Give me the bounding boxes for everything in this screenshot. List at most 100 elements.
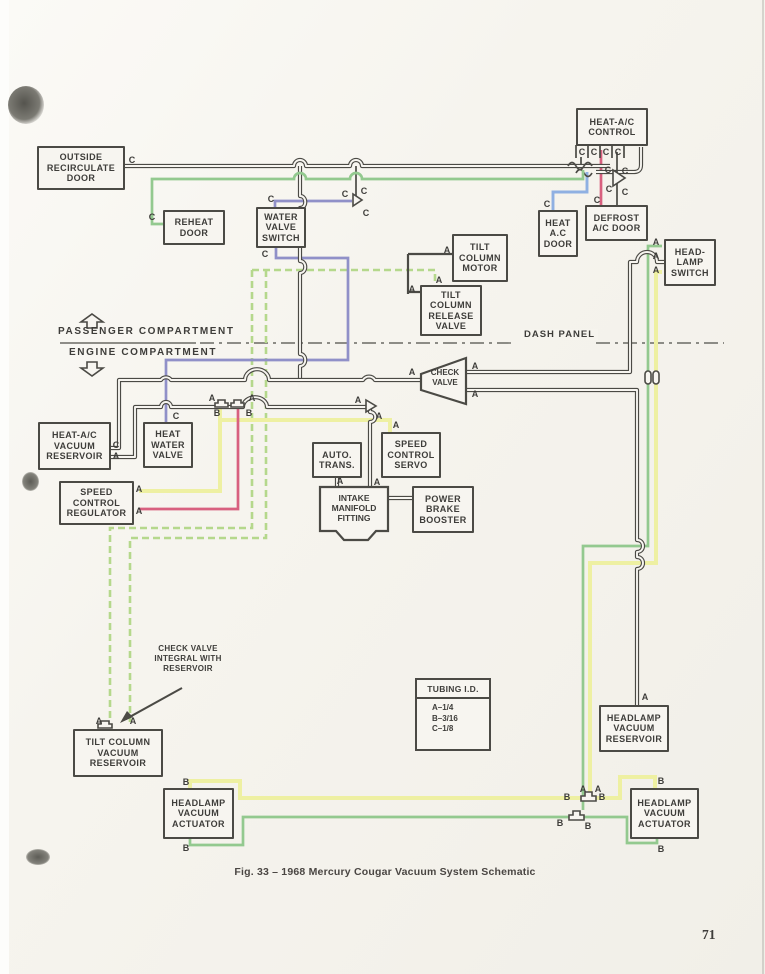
tee-fitting-icon-headlamp-upper [580,791,597,802]
port-label-b-46: B [182,843,190,853]
port-label-c-7: C [578,147,586,157]
port-label-c-14: C [621,187,629,197]
binder-hole-middle [22,472,39,491]
port-label-a-41: A [594,784,602,794]
box-reheat-door: REHEAT DOOR [163,210,225,245]
dash-panel-label: DASH PANEL [521,329,599,340]
scan-edge-right [762,0,764,974]
port-label-b-45: B [182,777,190,787]
port-label-c-5: C [360,186,368,196]
port-label-c-4: C [341,189,349,199]
port-label-a-30: A [354,395,362,405]
water-valve-switch-upper-line [273,199,352,207]
port-label-c-3: C [261,249,269,259]
box-speed-control-regulator: SPEED CONTROL REGULATOR [59,481,134,525]
port-label-a-26: A [652,251,660,261]
port-label-c-16: C [543,199,551,209]
port-label-a-34: A [392,420,400,430]
port-label-b-44: B [245,408,253,418]
connector-capsule-icon-2 [652,370,660,385]
port-label-a-22: A [408,367,416,377]
port-label-a-31: A [375,411,383,421]
junction-arrow-icon-manifold [365,398,378,414]
box-headlamp-vacuum-actuator-left: HEADLAMP VACUUM ACTUATOR [163,788,234,839]
port-label-b-50: B [584,821,592,831]
tee-fitting-icon-1 [214,399,229,408]
box-headlamp-vacuum-actuator-right: HEADLAMP VACUUM ACTUATOR [630,788,699,839]
port-label-a-35: A [336,476,344,486]
port-label-c-12: C [621,166,629,176]
port-label-a-23: A [471,361,479,371]
page-number: 71 [702,927,716,942]
port-label-c-13: C [605,184,613,194]
check-valve-note: CHECK VALVE INTEGRAL WITH RESERVOIR [154,644,222,673]
box-power-brake-booster: POWER BRAKE BOOSTER [412,486,474,533]
port-label-a-40: A [579,784,587,794]
port-label-a-28: A [208,393,216,403]
port-label-a-19: A [443,245,451,255]
port-label-a-29: A [248,393,256,403]
port-label-b-43: B [213,408,221,418]
port-label-c-8: C [590,147,598,157]
intake-manifold-label: INTAKE MANIFOLD FITTING [331,493,377,523]
tee-fitting-icon-tilt-reservoir [97,720,113,729]
engine-compartment-label: ENGINE COMPARTMENT [69,347,218,358]
box-auto-trans: AUTO. TRANS. [312,442,362,478]
headlamp-green-feed-line [581,244,662,810]
port-label-c-9: C [602,147,610,157]
tilt-column-bracket [406,252,452,294]
port-label-a-32: A [135,484,143,494]
junction-arrow-icon-top [352,192,364,208]
figure-caption: Fig. 33 – 1968 Mercury Cougar Vacuum Sys… [234,866,536,878]
port-label-a-36: A [373,477,381,487]
port-label-c-15: C [593,195,601,205]
tubing-id-legend: TUBING I.D. A–1/4 B–3/16 C–1/8 [415,678,491,751]
speed-control-servo-yellow-line [139,409,392,493]
tee-fitting-icon-2 [230,399,245,408]
control-port-ticks [575,145,625,158]
port-label-c-0: C [128,155,136,165]
arrow-down-icon [78,361,106,377]
port-label-a-20: A [435,275,443,285]
port-label-b-52: B [657,844,665,854]
box-tilt-column-vacuum-reservoir: TILT COLUMN VACUUM RESERVOIR [73,729,163,777]
box-heat-ac-door: HEAT A.C DOOR [538,210,578,257]
box-heat-ac-vacuum-reservoir: HEAT-A/C VACUUM RESERVOIR [38,422,111,470]
heat-ac-door-line [551,172,589,210]
port-label-a-24: A [471,389,479,399]
box-outside-recirculate-door: OUTSIDE RECIRCULATE DOOR [37,146,125,190]
port-label-c-2: C [267,194,275,204]
port-label-c-18: C [172,411,180,421]
binder-hole-bottom [26,849,50,865]
box-tilt-column-motor: TILT COLUMN MOTOR [452,234,508,282]
legend-entries: A–1/4 B–3/16 C–1/8 [432,703,458,733]
box-water-valve-switch: WATER VALVE SWITCH [256,207,306,248]
box-heat-water-valve: HEAT WATER VALVE [143,422,193,468]
box-heat-ac-control: HEAT-A/C CONTROL [576,108,648,146]
junction-valve-icon-control [612,168,627,188]
water-valve-to-heat-water-valve-line [164,247,350,422]
port-label-a-33: A [135,506,143,516]
port-label-c-17: C [112,440,120,450]
port-label-a-25: A [652,237,660,247]
port-label-b-49: B [556,818,564,828]
tee-fitting-icon-headlamp-lower [568,810,585,821]
box-headlamp-vacuum-reservoir: HEADLAMP VACUUM RESERVOIR [599,705,669,752]
port-label-a-42: A [641,692,649,702]
actuator-yellow-line [188,775,657,800]
check-valve-shape [419,356,468,406]
port-label-b-48: B [598,792,606,802]
port-label-a-27: A [652,265,660,275]
arrow-up-icon [78,313,106,329]
port-label-c-1: C [148,212,156,222]
passenger-compartment-label: PASSENGER COMPARTMENT [58,326,235,337]
binder-hole-top [8,86,44,124]
port-label-b-47: B [563,792,571,802]
box-defrost-ac-door: DEFROST A/C DOOR [585,205,648,241]
note-arrow [120,687,183,723]
scan-edge-left [0,0,9,974]
legend-title: TUBING I.D. [417,680,489,699]
port-label-c-6: C [362,208,370,218]
